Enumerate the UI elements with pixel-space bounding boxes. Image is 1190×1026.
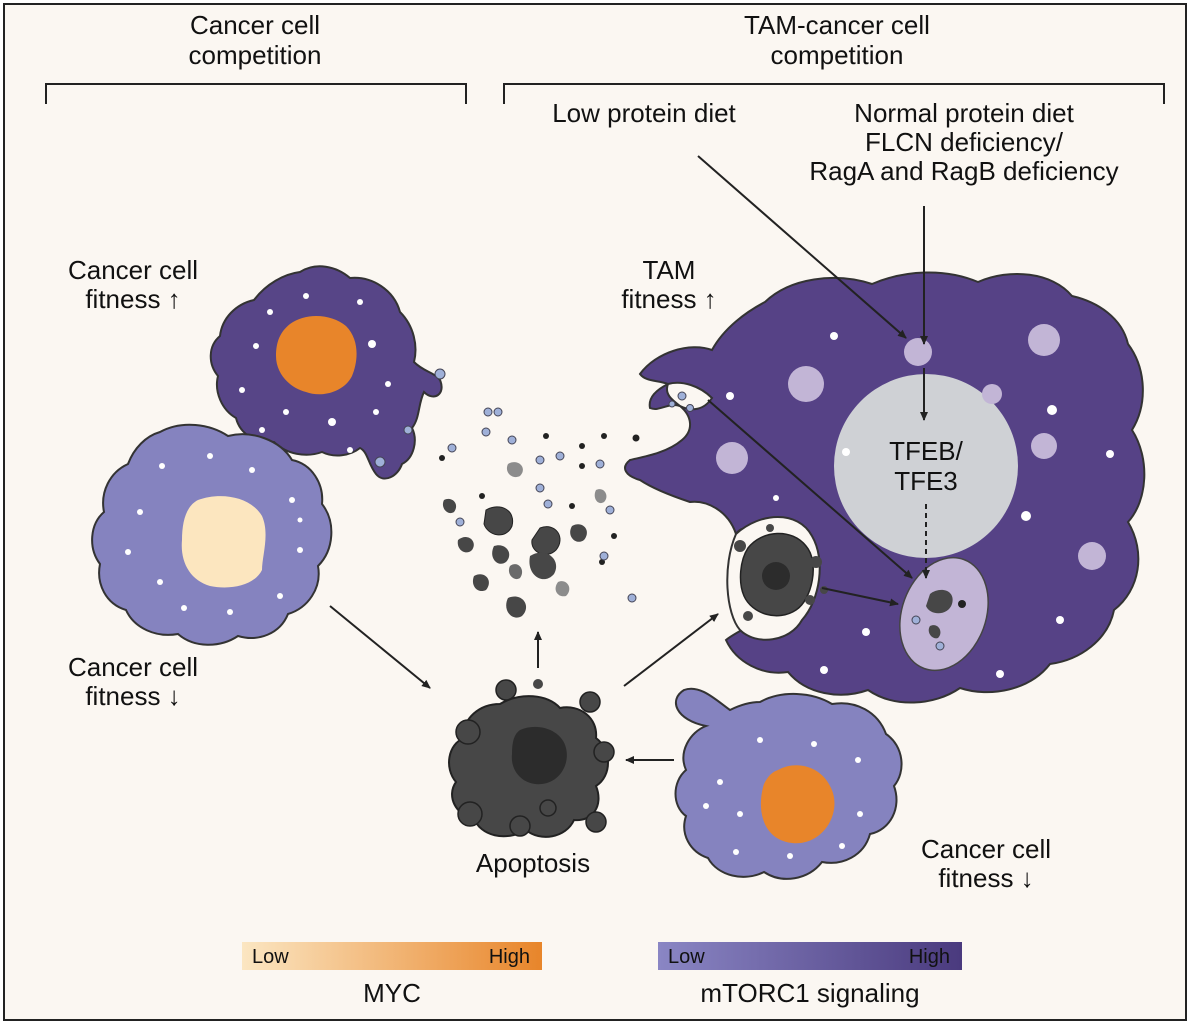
vesicle — [686, 404, 694, 412]
apoptotic-debris — [439, 407, 640, 618]
cancer-cell-low-myc — [91, 423, 333, 646]
myc-legend: Low High MYC — [242, 942, 542, 1008]
myc-nucleus-low — [181, 496, 266, 588]
vesicle — [677, 391, 687, 401]
cancer-fitness-down-right-line1: Cancer cell — [921, 834, 1051, 864]
left-section-title: Cancer cell competition — [189, 10, 322, 70]
mtorc1-gradient-bar — [658, 942, 962, 970]
arrow-low-protein-to-lysosome — [697, 155, 907, 339]
cancer-fitness-up-line1: Cancer cell — [68, 255, 198, 285]
lysosome — [982, 384, 1002, 404]
myc-nucleus-high — [276, 315, 357, 395]
tam-specks — [726, 332, 1114, 678]
lysosome — [1078, 542, 1106, 570]
left-title-line2: competition — [189, 40, 322, 70]
right-bracket — [503, 83, 1165, 104]
vesicle-in-phagolysosome — [911, 615, 921, 625]
normal-protein-line3: RagA and RagB deficiency — [809, 156, 1118, 186]
mtorc1-legend-title: mTORC1 signaling — [700, 978, 919, 1008]
right-title-line2: competition — [771, 40, 904, 70]
mtorc1-high-label: High — [909, 946, 950, 968]
arrows — [329, 155, 930, 764]
mtorc1-legend: Low High mTORC1 signaling — [658, 942, 962, 1008]
cancer-fitness-up-line2: fitness ↑ — [85, 284, 180, 314]
cancer-fitness-down-left-label: Cancer cell fitness ↓ — [68, 652, 198, 711]
uptake-pocket — [666, 381, 714, 411]
normal-protein-diet-label: Normal protein diet FLCN deficiency/ Rag… — [809, 98, 1118, 186]
low-protein-diet-label: Low protein diet — [552, 98, 736, 128]
myc-low-label: Low — [252, 946, 289, 968]
arrow-apoptosis-to-engulfment — [623, 613, 719, 687]
cancer-fitness-down-left-line1: Cancer cell — [68, 652, 198, 682]
myc-high-label: High — [489, 946, 530, 968]
cancer-cell-high-myc — [209, 265, 446, 480]
vesicle — [374, 456, 386, 468]
normal-protein-line2: FLCN deficiency/ — [865, 127, 1064, 157]
tfeb-label-line1: TFEB/ — [889, 436, 963, 466]
vesicle — [434, 368, 446, 380]
tam-fitness-up-line1: TAM — [643, 255, 696, 285]
right-section-title: TAM-cancer cell competition — [744, 10, 930, 70]
cancer-fitness-down-right-label: Cancer cell fitness ↓ — [921, 834, 1051, 893]
myc-legend-title: MYC — [363, 978, 421, 1008]
cancer-cell-high-myc-low-mtorc1 — [674, 687, 903, 880]
lysosome — [788, 366, 824, 402]
tam-cell: TFEB/ TFE3 — [624, 271, 1146, 704]
tam-nucleus — [834, 374, 1018, 558]
mtorc1-low-label: Low — [668, 946, 705, 968]
apoptosis-label: Apoptosis — [476, 848, 590, 878]
debris-in-phagolysosome — [958, 600, 966, 608]
phagolysosome — [899, 556, 989, 672]
lysosome — [1028, 324, 1060, 356]
left-title-line1: Cancer cell — [190, 10, 320, 40]
arrow-uptake-to-phagolysosome — [707, 399, 913, 579]
vesicle — [403, 425, 413, 435]
myc-gradient-bar — [242, 942, 542, 970]
apoptotic-cell — [448, 679, 615, 838]
debris-in-phagolysosome — [928, 625, 941, 639]
left-bracket — [45, 83, 467, 104]
tam-fitness-up-line2: fitness ↑ — [621, 284, 716, 314]
engulfed-apoptotic-cell — [734, 524, 828, 621]
right-title-line1: TAM-cancer cell — [744, 10, 930, 40]
cell-specks — [239, 293, 391, 453]
tfeb-label-line2: TFE3 — [894, 466, 958, 496]
arrow-low-cell-to-apoptosis — [329, 605, 431, 689]
vesicle-in-phagolysosome — [935, 641, 945, 651]
tam-fitness-up-label: TAM fitness ↑ — [621, 255, 716, 314]
lysosome — [904, 338, 932, 366]
cell-specks — [703, 737, 863, 859]
arrow-engulfed-to-phagolysosome — [821, 587, 899, 607]
cell-specks — [125, 453, 303, 615]
vesicle — [668, 400, 676, 408]
lysosome — [716, 442, 748, 474]
cancer-fitness-up-label: Cancer cell fitness ↑ — [68, 255, 198, 314]
debris-in-phagolysosome — [926, 589, 953, 614]
cancer-fitness-down-right-line2: fitness ↓ — [938, 863, 1033, 893]
lysosome — [1031, 433, 1057, 459]
normal-protein-line1: Normal protein diet — [854, 98, 1074, 128]
cancer-fitness-down-left-line2: fitness ↓ — [85, 681, 180, 711]
